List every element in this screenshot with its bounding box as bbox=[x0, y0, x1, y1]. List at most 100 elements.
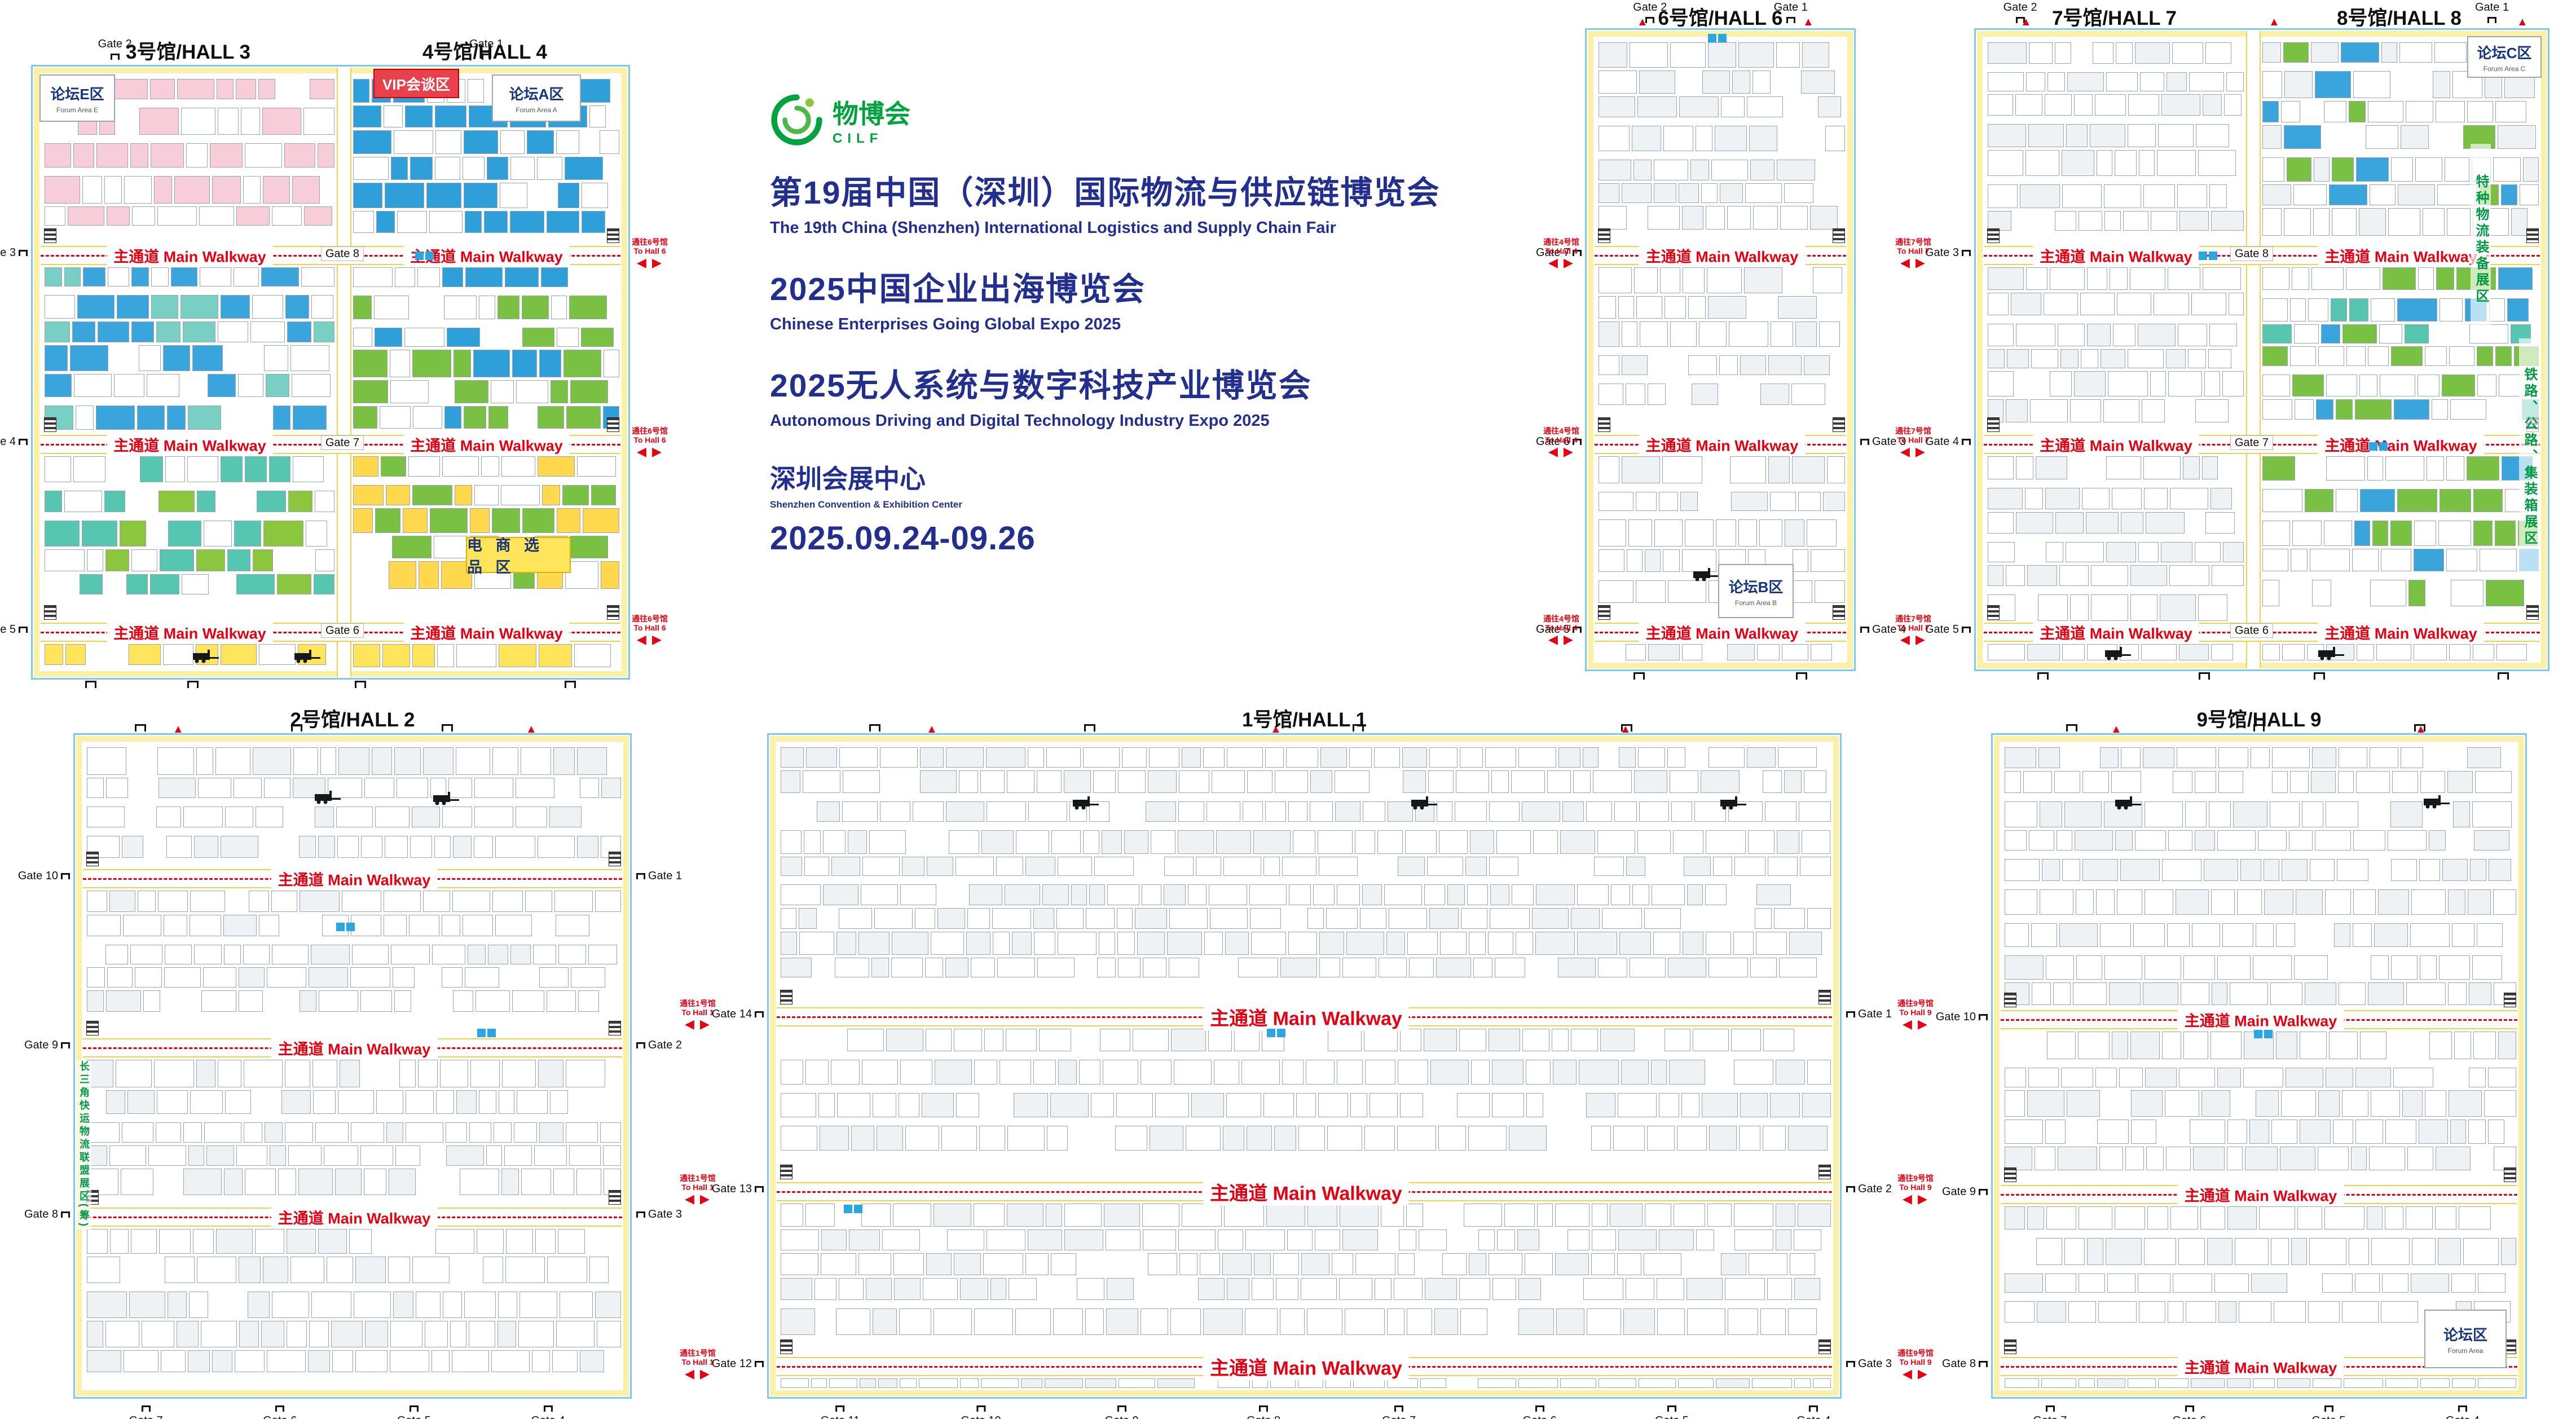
booth bbox=[87, 549, 103, 571]
booth bbox=[2436, 267, 2454, 290]
door-icon bbox=[2066, 724, 2077, 731]
booth bbox=[1511, 770, 1545, 793]
booth bbox=[105, 1321, 139, 1347]
booth bbox=[375, 807, 409, 827]
gate-label: Gate 6 bbox=[2230, 623, 2274, 638]
booth bbox=[475, 990, 510, 1012]
booth bbox=[547, 990, 576, 1012]
booth bbox=[465, 267, 503, 287]
booth bbox=[2161, 542, 2192, 562]
booth bbox=[1349, 747, 1372, 768]
booth bbox=[1685, 519, 1714, 547]
booth bbox=[974, 1060, 997, 1085]
booth bbox=[1307, 1204, 1337, 1227]
booth bbox=[539, 1122, 563, 1143]
booth bbox=[1599, 70, 1637, 94]
hall-title-hall1: 1号馆/HALL 1 bbox=[1241, 709, 1367, 731]
booth bbox=[1719, 355, 1738, 375]
booth bbox=[1813, 267, 1842, 293]
booth bbox=[2489, 859, 2511, 881]
booth bbox=[2087, 267, 2107, 290]
booth bbox=[550, 1090, 568, 1114]
forklift-icon bbox=[1692, 567, 1721, 584]
booth bbox=[601, 778, 621, 798]
connector-label-en: To Hall 7 bbox=[1897, 246, 1930, 255]
booth bbox=[1774, 908, 1805, 929]
door-icon bbox=[275, 1405, 285, 1412]
booth bbox=[580, 778, 599, 798]
booth bbox=[2262, 71, 2282, 98]
booth bbox=[2326, 1068, 2353, 1087]
stairs-icon bbox=[2004, 1167, 2016, 1182]
booth bbox=[806, 747, 837, 768]
booth bbox=[2353, 889, 2376, 915]
booth bbox=[1738, 519, 1757, 547]
booth bbox=[1792, 456, 1825, 483]
booth bbox=[2145, 889, 2173, 915]
gate-label: Gate 7 bbox=[129, 1402, 163, 1419]
booth bbox=[1536, 884, 1575, 905]
booth bbox=[1005, 884, 1040, 905]
booth bbox=[353, 406, 377, 429]
booth bbox=[241, 108, 260, 135]
booth bbox=[474, 836, 493, 858]
booth bbox=[1778, 747, 1817, 768]
booth bbox=[2484, 1090, 2516, 1117]
booth bbox=[1512, 884, 1534, 905]
booth bbox=[1178, 830, 1214, 854]
booth bbox=[2218, 771, 2243, 793]
booth bbox=[1457, 1093, 1490, 1117]
booth bbox=[1222, 1253, 1252, 1275]
booth bbox=[2326, 801, 2358, 827]
booth bbox=[353, 130, 391, 154]
booth bbox=[2055, 211, 2076, 231]
booth bbox=[2433, 71, 2450, 98]
door-icon bbox=[1633, 672, 1645, 680]
booth bbox=[1102, 830, 1122, 854]
booth bbox=[1522, 801, 1560, 822]
booth bbox=[2262, 374, 2290, 396]
booth bbox=[512, 350, 537, 377]
booth bbox=[2337, 859, 2368, 881]
booth bbox=[355, 1257, 386, 1283]
booth bbox=[2272, 771, 2288, 793]
booth bbox=[946, 801, 984, 822]
booth bbox=[2493, 889, 2516, 915]
booth bbox=[1335, 801, 1360, 822]
booth bbox=[1686, 1278, 1723, 1300]
booth bbox=[1157, 1378, 1195, 1388]
booth bbox=[135, 967, 162, 988]
booth bbox=[2106, 72, 2138, 91]
booth bbox=[1708, 958, 1748, 977]
stairs-icon bbox=[44, 228, 56, 243]
booth bbox=[1785, 519, 1804, 547]
booth bbox=[933, 1204, 971, 1227]
booth bbox=[2249, 1120, 2269, 1144]
booth bbox=[2226, 72, 2244, 91]
booth bbox=[353, 267, 393, 287]
connector-label-cn: 通往4号馆 bbox=[1543, 237, 1579, 246]
booth bbox=[190, 891, 225, 912]
booth bbox=[2053, 982, 2071, 1005]
booth bbox=[2467, 747, 2501, 768]
booth bbox=[1362, 884, 1382, 905]
booth bbox=[2380, 374, 2415, 396]
booth bbox=[1170, 1308, 1201, 1335]
booth bbox=[399, 1060, 416, 1087]
booth bbox=[2044, 293, 2078, 315]
booth bbox=[781, 1308, 815, 1335]
booth bbox=[337, 836, 359, 858]
booth bbox=[479, 1090, 496, 1114]
booth bbox=[409, 915, 439, 936]
booth bbox=[1807, 1060, 1831, 1085]
booth bbox=[200, 267, 231, 287]
booth bbox=[151, 295, 178, 319]
booth bbox=[990, 1278, 1006, 1300]
booth bbox=[1558, 958, 1596, 977]
booth bbox=[2262, 125, 2282, 149]
booth bbox=[2308, 1301, 2340, 1323]
booth bbox=[1425, 1278, 1457, 1300]
booth bbox=[2106, 1238, 2142, 1265]
